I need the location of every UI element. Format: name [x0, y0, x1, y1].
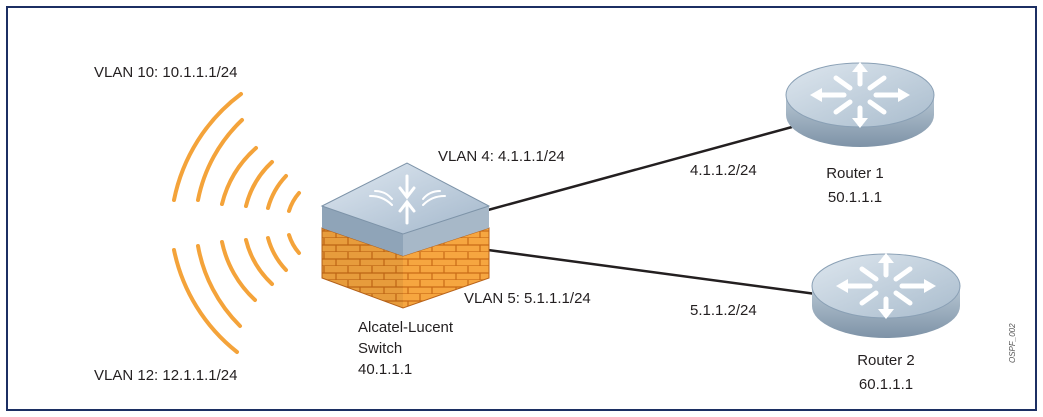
router1-link-ip: 4.1.1.2/24	[690, 162, 757, 179]
vlan4-label: VLAN 4: 4.1.1.1/24	[438, 148, 565, 165]
router2-ip: 60.1.1.1	[858, 376, 914, 393]
vlan10-label: VLAN 10: 10.1.1.1/24	[94, 64, 238, 81]
router-icon	[785, 62, 935, 147]
vlan5-label: VLAN 5: 5.1.1.1/24	[464, 290, 591, 307]
vlan12-label: VLAN 12: 12.1.1.1/24	[94, 367, 238, 384]
figure-code: OSPF_002	[1008, 323, 1017, 363]
router1-name: Router 1	[826, 165, 884, 182]
wireless-waves-icon	[172, 92, 301, 354]
router2-link-ip: 5.1.1.2/24	[690, 302, 757, 319]
switch-ip: 40.1.1.1	[358, 361, 413, 378]
router-icon	[811, 253, 961, 338]
switch-name-line2: Switch	[358, 340, 403, 357]
link-switch-router2	[487, 248, 817, 296]
switch-name-line1: Alcatel-Lucent	[358, 319, 454, 336]
router1-ip: 50.1.1.1	[827, 189, 883, 206]
link-switch-router1	[487, 125, 793, 212]
router2-name: Router 2	[857, 352, 915, 369]
firewall-switch-icon	[320, 162, 491, 309]
